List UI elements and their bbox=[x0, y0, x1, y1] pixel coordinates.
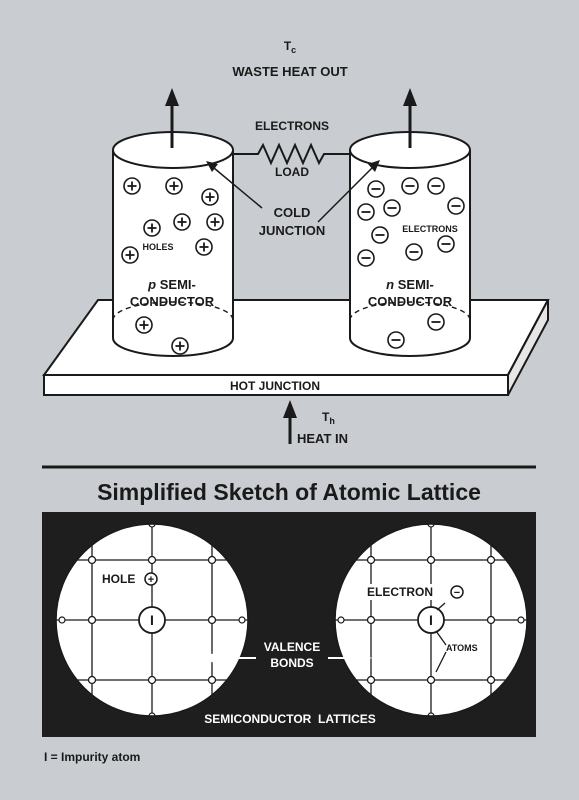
lattice-atom bbox=[366, 615, 376, 625]
svg-text:I: I bbox=[429, 612, 433, 628]
lattice-atom bbox=[87, 555, 97, 565]
valence-arrow-left bbox=[202, 653, 256, 663]
lattice-atom bbox=[427, 712, 435, 716]
hole-plus-icon bbox=[135, 316, 153, 334]
semiconductor-lattices-label: SEMICONDUCTOR LATTICES bbox=[204, 712, 376, 726]
lattice-title: Simplified Sketch of Atomic Lattice bbox=[97, 479, 481, 505]
lattice-atom bbox=[207, 555, 217, 565]
cold-junction-label-2: JUNCTION bbox=[259, 223, 325, 238]
electrons-flow-label: ELECTRONS bbox=[255, 119, 329, 133]
lattice-atom bbox=[87, 675, 97, 685]
p-semiconductor-label-2: CONDUCTOR bbox=[130, 294, 215, 309]
valence-label-1: VALENCE bbox=[264, 640, 320, 654]
cold-junction-pointer-left bbox=[206, 161, 263, 209]
electron-minus-icon bbox=[367, 180, 385, 198]
lattice-atom bbox=[366, 675, 376, 685]
lattice-atom bbox=[147, 675, 157, 685]
hole-plus-icon bbox=[195, 238, 213, 256]
waste-heat-arrow-right bbox=[403, 88, 417, 148]
atoms-pointers bbox=[435, 630, 447, 673]
lattice-atom bbox=[427, 524, 435, 528]
hot-junction-label: HOT JUNCTION bbox=[230, 379, 320, 393]
impurity-atom-left: I bbox=[138, 606, 166, 634]
hole-plus-icon bbox=[121, 246, 139, 264]
lattice-atom bbox=[147, 555, 157, 565]
electron-minus-icon bbox=[371, 226, 389, 244]
lattice-atom bbox=[517, 616, 525, 624]
n-semiconductor-label-2: CONDUCTOR bbox=[368, 294, 453, 309]
lattice-atom bbox=[58, 616, 66, 624]
hole-plus-icon bbox=[171, 337, 189, 355]
impurity-atom-right: I bbox=[417, 606, 445, 634]
thermoelectric-generator-diagram: Tc WASTE HEAT OUT HOT JUNCTION bbox=[42, 39, 550, 446]
atoms-label: ATOMS bbox=[446, 643, 478, 653]
electron-label: ELECTRON bbox=[367, 585, 433, 599]
lattice-atom bbox=[207, 615, 217, 625]
lattice-atom bbox=[148, 524, 156, 528]
holes-label: HOLES bbox=[142, 242, 173, 252]
atoms-label-bg bbox=[444, 641, 488, 654]
tc-label: Tc bbox=[284, 39, 296, 55]
waste-heat-arrow-left bbox=[165, 88, 179, 148]
cold-junction-label-1: COLD bbox=[274, 205, 311, 220]
hole-plus-icon bbox=[165, 177, 183, 195]
n-semiconductor-label-1: n SEMI- bbox=[386, 277, 434, 292]
electron-minus-icon bbox=[447, 197, 465, 215]
hole-label: HOLE bbox=[102, 572, 135, 586]
lattice-atom bbox=[426, 675, 436, 685]
lattice-atom bbox=[426, 555, 436, 565]
electron-symbol: − bbox=[450, 585, 464, 599]
th-label: Th bbox=[322, 410, 335, 426]
lattice-atom bbox=[337, 616, 345, 624]
electron-minus-icon bbox=[405, 243, 423, 261]
electron-minus-icon bbox=[357, 249, 375, 267]
valence-arrow-right bbox=[328, 653, 372, 663]
hole-plus-icon bbox=[123, 177, 141, 195]
atomic-lattice-section: Simplified Sketch of Atomic Lattice I I bbox=[42, 479, 536, 764]
electron-minus-icon bbox=[427, 313, 445, 331]
hole-symbol: + bbox=[144, 572, 158, 586]
electron-label-bg bbox=[365, 584, 445, 600]
svg-text:I: I bbox=[150, 612, 154, 628]
waste-heat-label: WASTE HEAT OUT bbox=[232, 64, 347, 79]
electron-minus-icon bbox=[383, 199, 401, 217]
heat-in-label: HEAT IN bbox=[297, 431, 348, 446]
holes-group bbox=[121, 177, 224, 355]
electron-minus-icon bbox=[437, 235, 455, 253]
electrons-group bbox=[357, 177, 465, 349]
electron-minus-icon bbox=[357, 203, 375, 221]
electron-minus-icon bbox=[401, 177, 419, 195]
svg-text:−: − bbox=[454, 587, 460, 599]
impurity-legend: I = Impurity atom bbox=[44, 750, 140, 764]
lattice-atom bbox=[486, 615, 496, 625]
electron-minus-icon bbox=[427, 177, 445, 195]
lattice-atom bbox=[238, 616, 246, 624]
lattice-atom bbox=[486, 675, 496, 685]
hole-plus-icon bbox=[201, 188, 219, 206]
load-label: LOAD bbox=[275, 165, 309, 179]
heat-in-arrow bbox=[283, 400, 297, 444]
cold-junction-pointer-right bbox=[317, 160, 380, 223]
electrons-label: ELECTRONS bbox=[402, 224, 458, 234]
valence-label-2: BONDS bbox=[270, 656, 313, 670]
lattice-atom bbox=[87, 615, 97, 625]
hole-plus-icon bbox=[143, 219, 161, 237]
load-resistor bbox=[233, 142, 350, 166]
lattice-atom bbox=[148, 712, 156, 716]
lattice-atom bbox=[366, 555, 376, 565]
lattice-atom bbox=[207, 675, 217, 685]
electron-minus-icon bbox=[387, 331, 405, 349]
hole-plus-icon bbox=[206, 213, 224, 231]
electron-pointer bbox=[436, 602, 446, 611]
lattice-atom bbox=[486, 555, 496, 565]
p-semiconductor-label-1: p SEMI- bbox=[147, 277, 196, 292]
hole-label-bg bbox=[100, 570, 144, 586]
svg-text:+: + bbox=[148, 574, 154, 586]
hole-plus-icon bbox=[173, 213, 191, 231]
